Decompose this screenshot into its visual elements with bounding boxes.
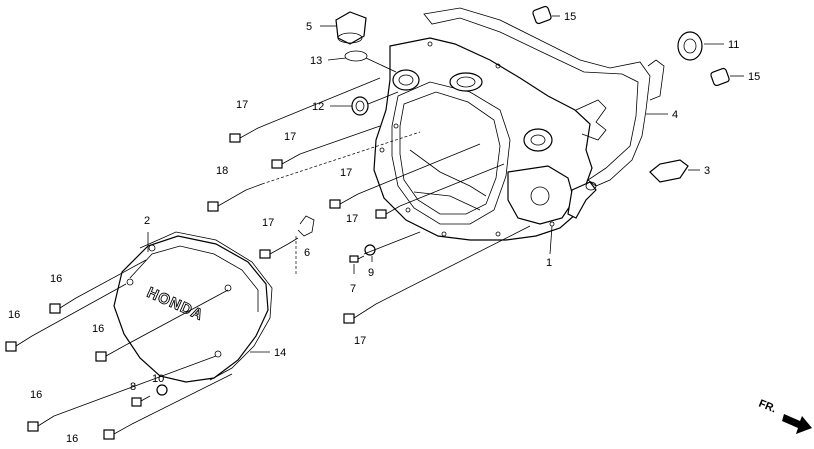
- callout-17: 17: [346, 213, 358, 225]
- callout-16: 16: [66, 433, 78, 445]
- small-bolt-lower: [131, 395, 151, 407]
- washer: [156, 384, 168, 396]
- callout-1: 1: [546, 257, 552, 269]
- bolt-16b: [5, 335, 33, 352]
- bolt-17f: [343, 303, 377, 324]
- callout-13: 13: [310, 55, 322, 67]
- callout-2: 2: [144, 215, 150, 227]
- bolt-16c: [95, 345, 125, 362]
- callout-17: 17: [284, 131, 296, 143]
- callout-11: 11: [728, 39, 739, 51]
- callout-16: 16: [8, 309, 20, 321]
- callout-18: 18: [216, 165, 228, 177]
- bolt-16a: [49, 297, 77, 314]
- callout-6: 6: [304, 247, 310, 259]
- hose-clamp: [297, 215, 315, 237]
- gasket-tab: [647, 59, 665, 101]
- front-arrow-icon: [782, 414, 812, 434]
- leader-lines: [31, 15, 744, 425]
- dowel-pin-right: [710, 67, 730, 87]
- dowel-pin-upper: [532, 5, 552, 25]
- bolt-16e: [103, 423, 133, 440]
- callout-17: 17: [236, 99, 248, 111]
- callout-17: 17: [340, 167, 352, 179]
- oil-seal: [351, 96, 369, 116]
- clutch-cover-gasket: [139, 231, 273, 381]
- callout-5: 5: [306, 21, 312, 33]
- front-direction-label: FR.: [757, 398, 778, 416]
- oil-filler-cap: [335, 11, 367, 45]
- callout-16: 16: [30, 389, 42, 401]
- callout-12: 12: [312, 101, 324, 113]
- callout-3: 3: [704, 165, 710, 177]
- right-crankcase-cover: [373, 37, 607, 241]
- bolt-17e: [259, 243, 289, 259]
- rubber-cap: [649, 159, 689, 183]
- callout-16: 16: [92, 323, 104, 335]
- bolt-17d: [375, 205, 401, 219]
- bolt-17b: [271, 153, 301, 169]
- callout-14: 14: [274, 347, 286, 359]
- callout-16: 16: [50, 273, 62, 285]
- front-direction-indicator: FR.: [757, 398, 812, 434]
- clutch-cover: HONDA: [113, 235, 269, 383]
- small-bolt: [349, 255, 365, 263]
- callout-10: 10: [152, 373, 164, 385]
- callout-labels: 5 13 15 11 15 12 17 17 4 18 3 17 2 17 17…: [8, 11, 760, 445]
- callout-8: 8: [130, 381, 136, 393]
- cover-gasket: [423, 7, 651, 187]
- o-ring: [344, 50, 368, 62]
- bolt-17c: [329, 193, 359, 209]
- callout-15: 15: [748, 71, 760, 83]
- bolt-18: [207, 189, 247, 212]
- bolt-17a: [229, 127, 259, 143]
- callout-15: 15: [564, 11, 576, 23]
- bearing: [677, 31, 703, 61]
- bolt-16d: [27, 415, 55, 432]
- callout-9: 9: [368, 267, 374, 279]
- callout-17: 17: [354, 335, 366, 347]
- callout-4: 4: [672, 109, 678, 121]
- callout-7: 7: [350, 283, 356, 295]
- callout-17: 17: [262, 217, 274, 229]
